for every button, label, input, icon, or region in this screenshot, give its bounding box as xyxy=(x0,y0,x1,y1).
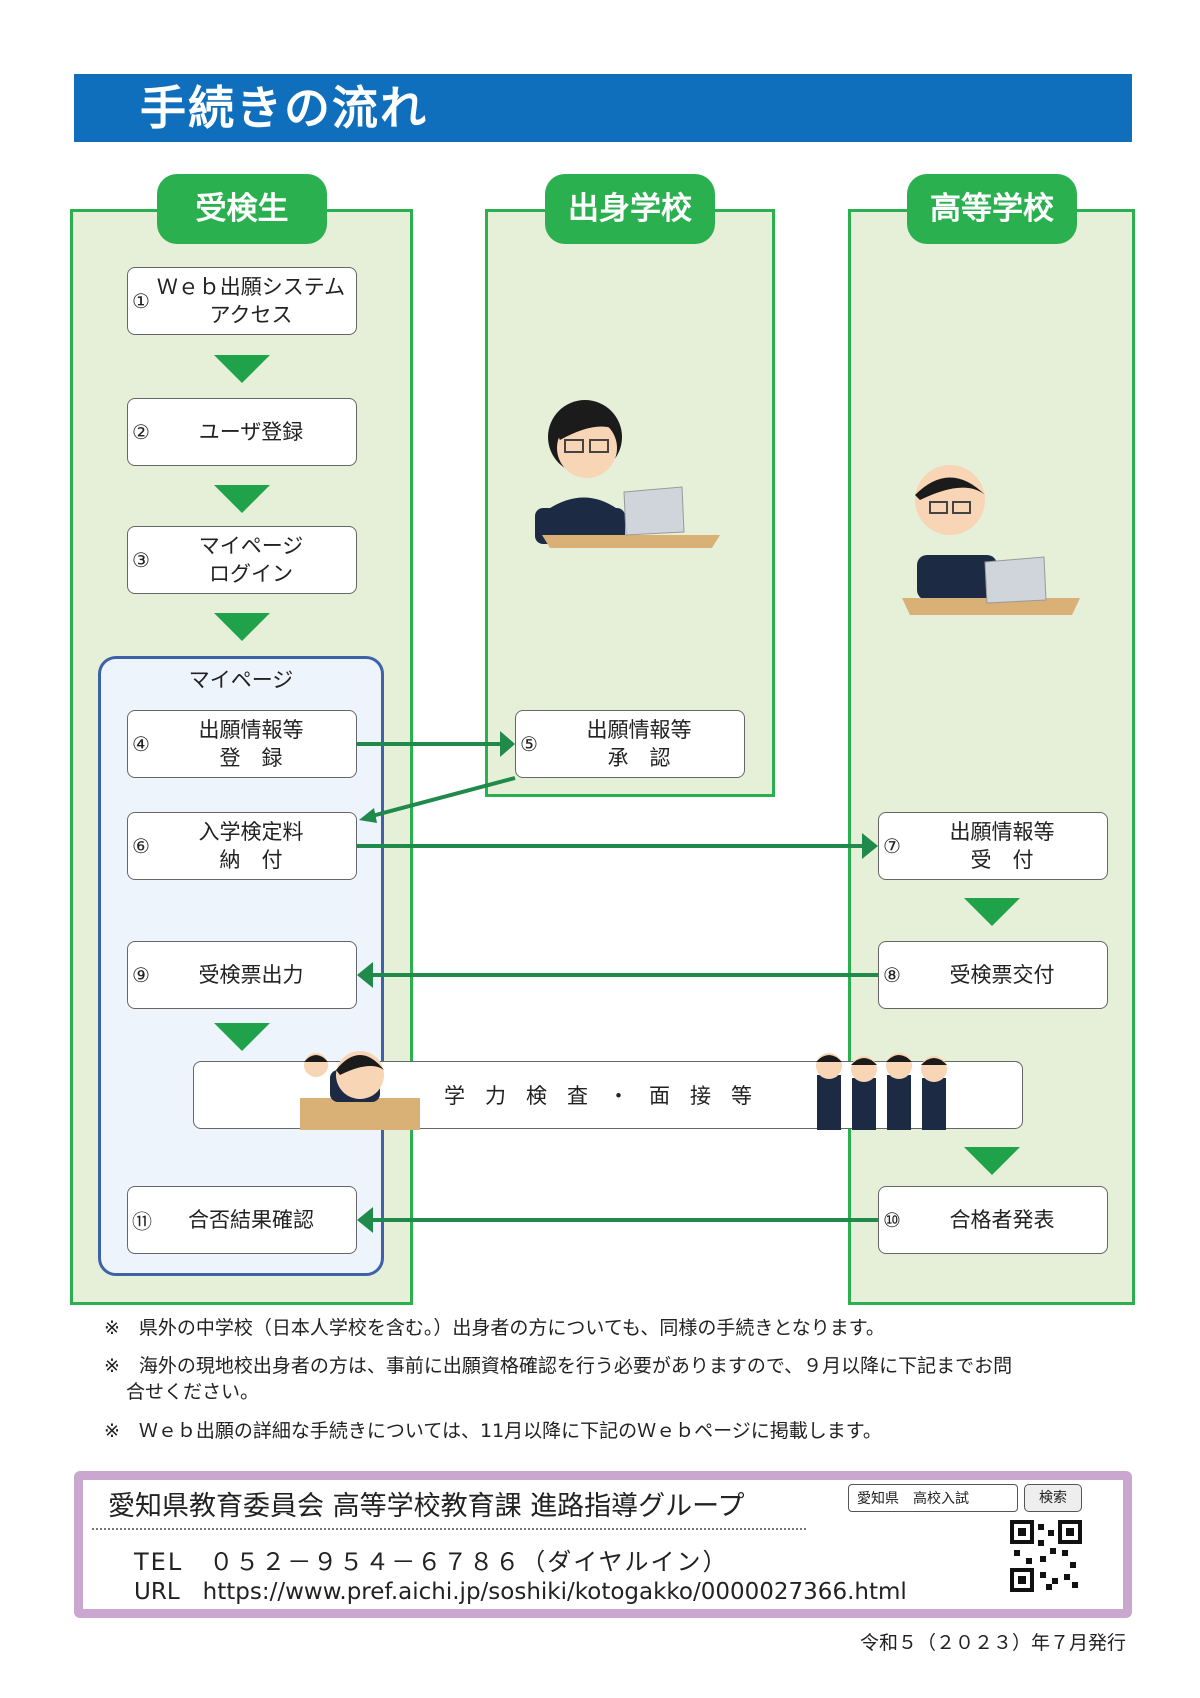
arrow-head-icon xyxy=(357,1207,373,1233)
step-text: 出願情報等 xyxy=(949,820,1055,844)
step-number: ⑨ xyxy=(132,963,150,987)
step-1-box: ① Ｗｅｂ出願システムアクセス xyxy=(127,267,357,335)
step-number: ① xyxy=(132,289,150,313)
step-text: 出願情報等 xyxy=(198,718,304,742)
step-number: ⑥ xyxy=(132,834,150,858)
step-text: 入学検定料 xyxy=(198,820,304,844)
step-text: アクセス xyxy=(209,303,293,327)
down-arrow-icon xyxy=(964,1147,1020,1175)
step-number: ⑦ xyxy=(883,834,901,858)
step-text: 登 録 xyxy=(219,746,283,770)
step-11-box: ⑪ 合否結果確認 xyxy=(127,1186,357,1254)
down-arrow-icon xyxy=(214,1023,270,1051)
note-text: ※ 県外の中学校（日本人学校を含む。）出身者の方についても、同様の手続きとなりま… xyxy=(104,1317,885,1339)
student-exam-illustration xyxy=(300,1051,420,1130)
step-2-box: ② ユーザ登録 xyxy=(127,398,357,466)
arrow-head-icon xyxy=(862,833,878,859)
page-title: 手続きの流れ xyxy=(140,81,428,135)
step-text: 受検票交付 xyxy=(949,963,1055,987)
search-button[interactable]: 検索 xyxy=(1024,1484,1082,1512)
step-number: ③ xyxy=(132,548,150,572)
exam-label: 学力検査・面接等 xyxy=(444,1084,772,1108)
step-text: ログイン xyxy=(209,562,293,586)
arrow-head-icon xyxy=(359,808,377,823)
contact-url[interactable]: URL https://www.pref.aichi.jp/soshiki/ko… xyxy=(134,1579,907,1605)
step-number: ② xyxy=(132,420,150,444)
arrow-head-icon xyxy=(357,962,373,988)
step-text: ユーザ登録 xyxy=(198,420,304,444)
step-text: 受 付 xyxy=(970,848,1034,872)
divider xyxy=(92,1528,806,1530)
step-number: ⑤ xyxy=(520,732,538,756)
down-arrow-icon xyxy=(964,898,1020,926)
step-number: ④ xyxy=(132,732,150,756)
note-text: 合せください。 xyxy=(126,1381,260,1403)
down-arrow-icon xyxy=(214,485,270,513)
step-text: 承 認 xyxy=(607,746,671,770)
step-8-box: ⑧ 受検票交付 xyxy=(878,941,1108,1009)
step-text: 納 付 xyxy=(219,848,283,872)
down-arrow-icon xyxy=(214,355,270,383)
issue-date: 令和５（２０２３）年７月発行 xyxy=(859,1632,1126,1654)
step-number: ⑩ xyxy=(883,1208,901,1232)
teacher-laptop-illustration xyxy=(535,400,720,548)
step-5-box: ⑤ 出願情報等承 認 xyxy=(515,710,745,778)
tab-origin-school: 出身学校 xyxy=(545,174,715,244)
step-3-box: ③ マイページログイン xyxy=(127,526,357,594)
arrow-head-icon xyxy=(500,731,515,757)
step-9-box: ⑨ 受検票出力 xyxy=(127,941,357,1009)
search-field[interactable]: 愛知県 高校入試 xyxy=(848,1484,1018,1512)
step-6-box: ⑥ 入学検定料納 付 xyxy=(127,812,357,880)
note-text: ※ 海外の現地校出身者の方は、事前に出願資格確認を行う必要がありますので、９月以… xyxy=(104,1355,1013,1377)
step-text: 出願情報等 xyxy=(586,718,692,742)
contact-tel: TEL ０５２－９５４－６７８６（ダイヤルイン） xyxy=(134,1548,729,1576)
step-text: マイページ xyxy=(198,534,304,558)
step-text: 合否結果確認 xyxy=(188,1208,314,1232)
step-number: ⑪ xyxy=(132,1209,152,1234)
mypage-label: マイページ xyxy=(188,668,294,692)
step-4-box: ④ 出願情報等登 録 xyxy=(127,710,357,778)
arrow-5-to-6 xyxy=(371,776,516,818)
contact-organization: 愛知県教育委員会 高等学校教育課 進路指導グループ xyxy=(108,1491,745,1522)
down-arrow-icon xyxy=(214,613,270,641)
step-10-box: ⑩ 合格者発表 xyxy=(878,1186,1108,1254)
qr-code-icon xyxy=(1010,1520,1082,1592)
interview-group-illustration xyxy=(816,1053,947,1130)
step-number: ⑧ xyxy=(883,963,901,987)
tab-student: 受検生 xyxy=(157,174,327,244)
tab-high-school: 高等学校 xyxy=(907,174,1077,244)
teacher-laptop-illustration xyxy=(902,465,1080,615)
step-7-box: ⑦ 出願情報等受 付 xyxy=(878,812,1108,880)
header-bar xyxy=(74,74,1132,142)
step-text: Ｗｅｂ出願システム xyxy=(156,275,346,299)
note-text: ※ Ｗｅｂ出願の詳細な手続きについては、11月以降に下記のＷｅｂページに掲載しま… xyxy=(104,1420,882,1442)
step-text: 合格者発表 xyxy=(949,1208,1055,1232)
step-text: 受検票出力 xyxy=(198,963,304,987)
